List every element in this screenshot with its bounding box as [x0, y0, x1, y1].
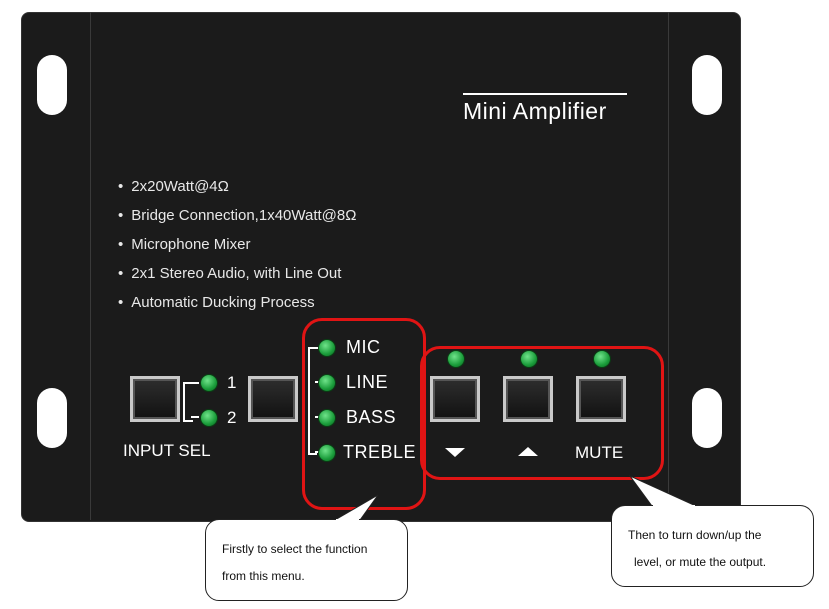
menu-bracket-tick	[315, 416, 320, 418]
menu-item-line: LINE	[346, 372, 389, 392]
input-2-led	[200, 409, 218, 427]
menu-item-treble: TREBLE	[343, 442, 417, 462]
mute-led	[593, 350, 611, 368]
input-bracket	[183, 382, 193, 422]
feature-item: Automatic Ducking Process	[118, 292, 356, 321]
panel-divider-right	[668, 12, 669, 520]
up-led	[520, 350, 538, 368]
input-select-button[interactable]	[130, 376, 180, 422]
menu-callout: Firstly to select the function from this…	[205, 519, 408, 601]
mute-button[interactable]	[576, 376, 626, 422]
mute-label: MUTE	[575, 443, 624, 462]
volume-up-button[interactable]	[503, 376, 553, 422]
feature-item: 2x1 Stereo Audio, with Line Out	[118, 263, 356, 292]
menu-item-bass: BASS	[346, 407, 397, 427]
level-callout-line-2: level, or mute the output.	[634, 555, 767, 569]
menu-bracket	[308, 347, 317, 455]
level-callout: Then to turn down/up the level, or mute …	[611, 505, 814, 587]
input-bracket-tick	[191, 382, 199, 384]
bass-led	[318, 409, 336, 427]
input-1-label: 1	[227, 373, 237, 392]
menu-callout-line-2: from this menu.	[222, 569, 305, 583]
device-title: Mini Amplifier	[463, 98, 607, 124]
panel-divider-left	[90, 12, 91, 520]
menu-bracket-tick	[315, 381, 320, 383]
input-bracket-tick	[191, 416, 199, 418]
feature-item: Bridge Connection,1x40Watt@8Ω	[118, 205, 356, 234]
menu-item-mic: MIC	[346, 337, 381, 357]
line-led	[318, 374, 336, 392]
feature-item: 2x20Watt@4Ω	[118, 176, 356, 205]
mic-led	[318, 339, 336, 357]
title-rule	[463, 93, 627, 95]
menu-bracket-tick	[315, 347, 320, 349]
mounting-slot-bottom-left	[37, 388, 67, 448]
mounting-slot-bottom-right	[692, 388, 722, 448]
input-sel-label: INPUT SEL	[123, 441, 211, 460]
volume-down-icon	[445, 448, 465, 457]
input-2-label: 2	[227, 408, 237, 427]
mounting-slot-top-right	[692, 55, 722, 115]
volume-up-icon	[518, 447, 538, 456]
input-1-led	[200, 374, 218, 392]
function-select-button[interactable]	[248, 376, 298, 422]
menu-callout-line-1: Firstly to select the function	[222, 542, 368, 556]
level-callout-line-1: Then to turn down/up the	[628, 528, 762, 542]
mounting-slot-top-left	[37, 55, 67, 115]
level-highlight-box	[420, 346, 664, 480]
volume-down-button[interactable]	[430, 376, 480, 422]
menu-bracket-tick	[315, 451, 320, 453]
down-led	[447, 350, 465, 368]
treble-led	[318, 444, 336, 462]
feature-list: 2x20Watt@4Ω Bridge Connection,1x40Watt@8…	[118, 176, 356, 321]
feature-item: Microphone Mixer	[118, 234, 356, 263]
